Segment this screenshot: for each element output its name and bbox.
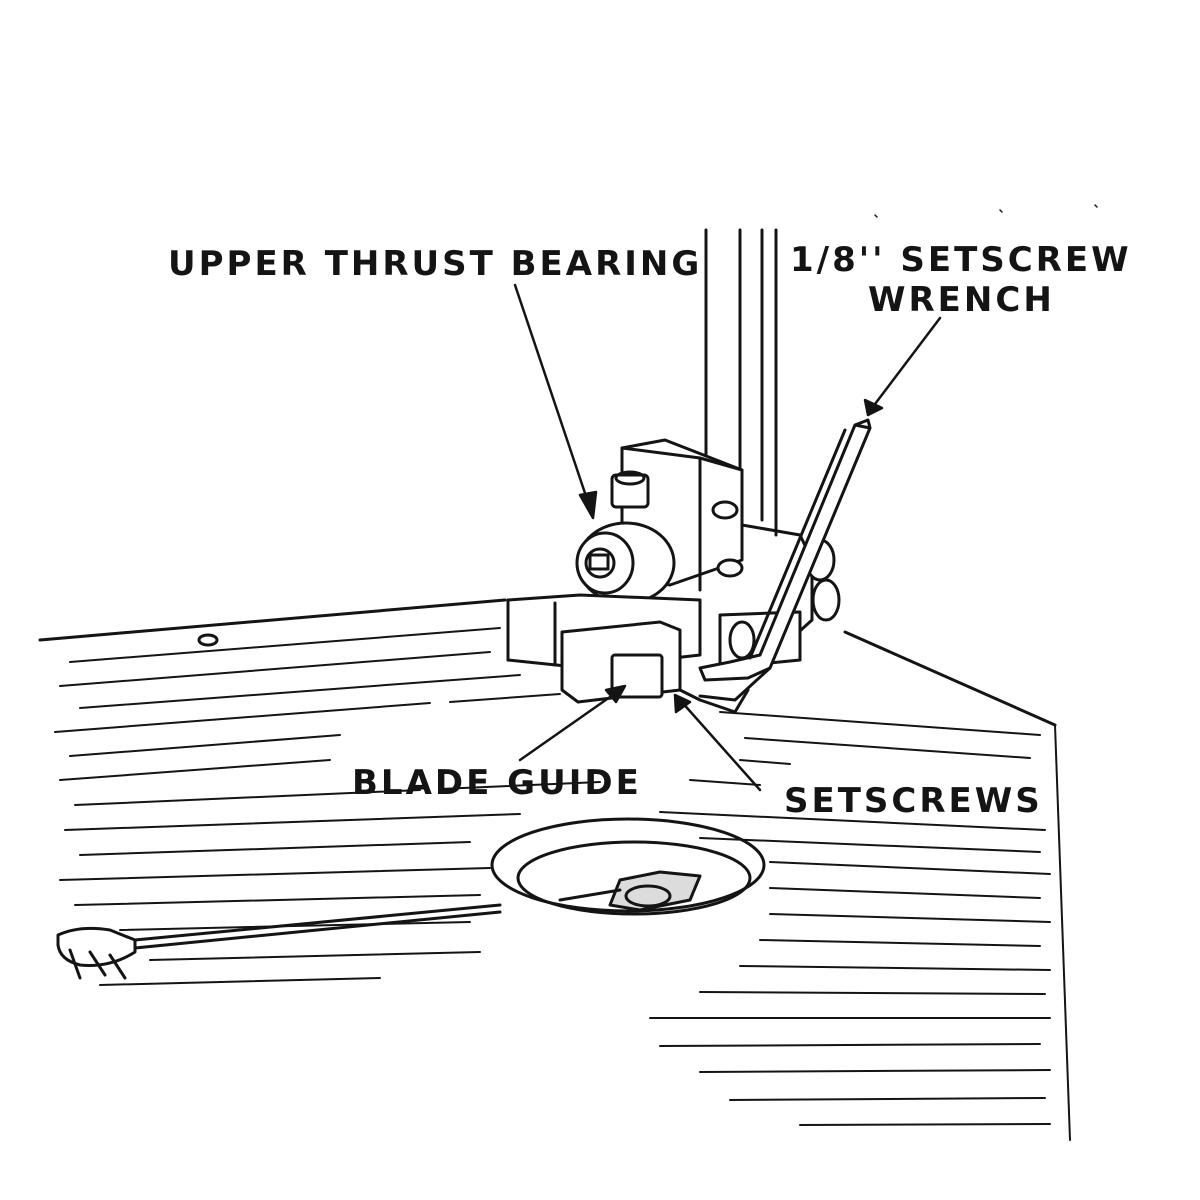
miter-slot — [56, 903, 502, 980]
blade-guide-label: BLADE GUIDE — [352, 763, 642, 803]
blade-guide-post — [704, 228, 778, 537]
table-hole — [197, 633, 219, 647]
setscrews-label: SETSCREWS — [784, 781, 1043, 821]
leader-arrows — [513, 283, 942, 792]
setscrew-wrench-label-line1: 1/8'' SETSCREW — [790, 240, 1132, 280]
setscrew-wrench — [678, 418, 872, 714]
table-insert — [490, 817, 766, 916]
guide-block-assembly — [506, 438, 841, 704]
table-top — [38, 598, 1071, 1141]
upper-thrust-bearing-label: UPPER THRUST BEARING — [168, 244, 703, 284]
setscrew-wrench-label-line2: WRENCH — [868, 280, 1055, 320]
table-hatching — [54, 627, 1051, 1126]
speckle-marks — [874, 204, 1098, 218]
